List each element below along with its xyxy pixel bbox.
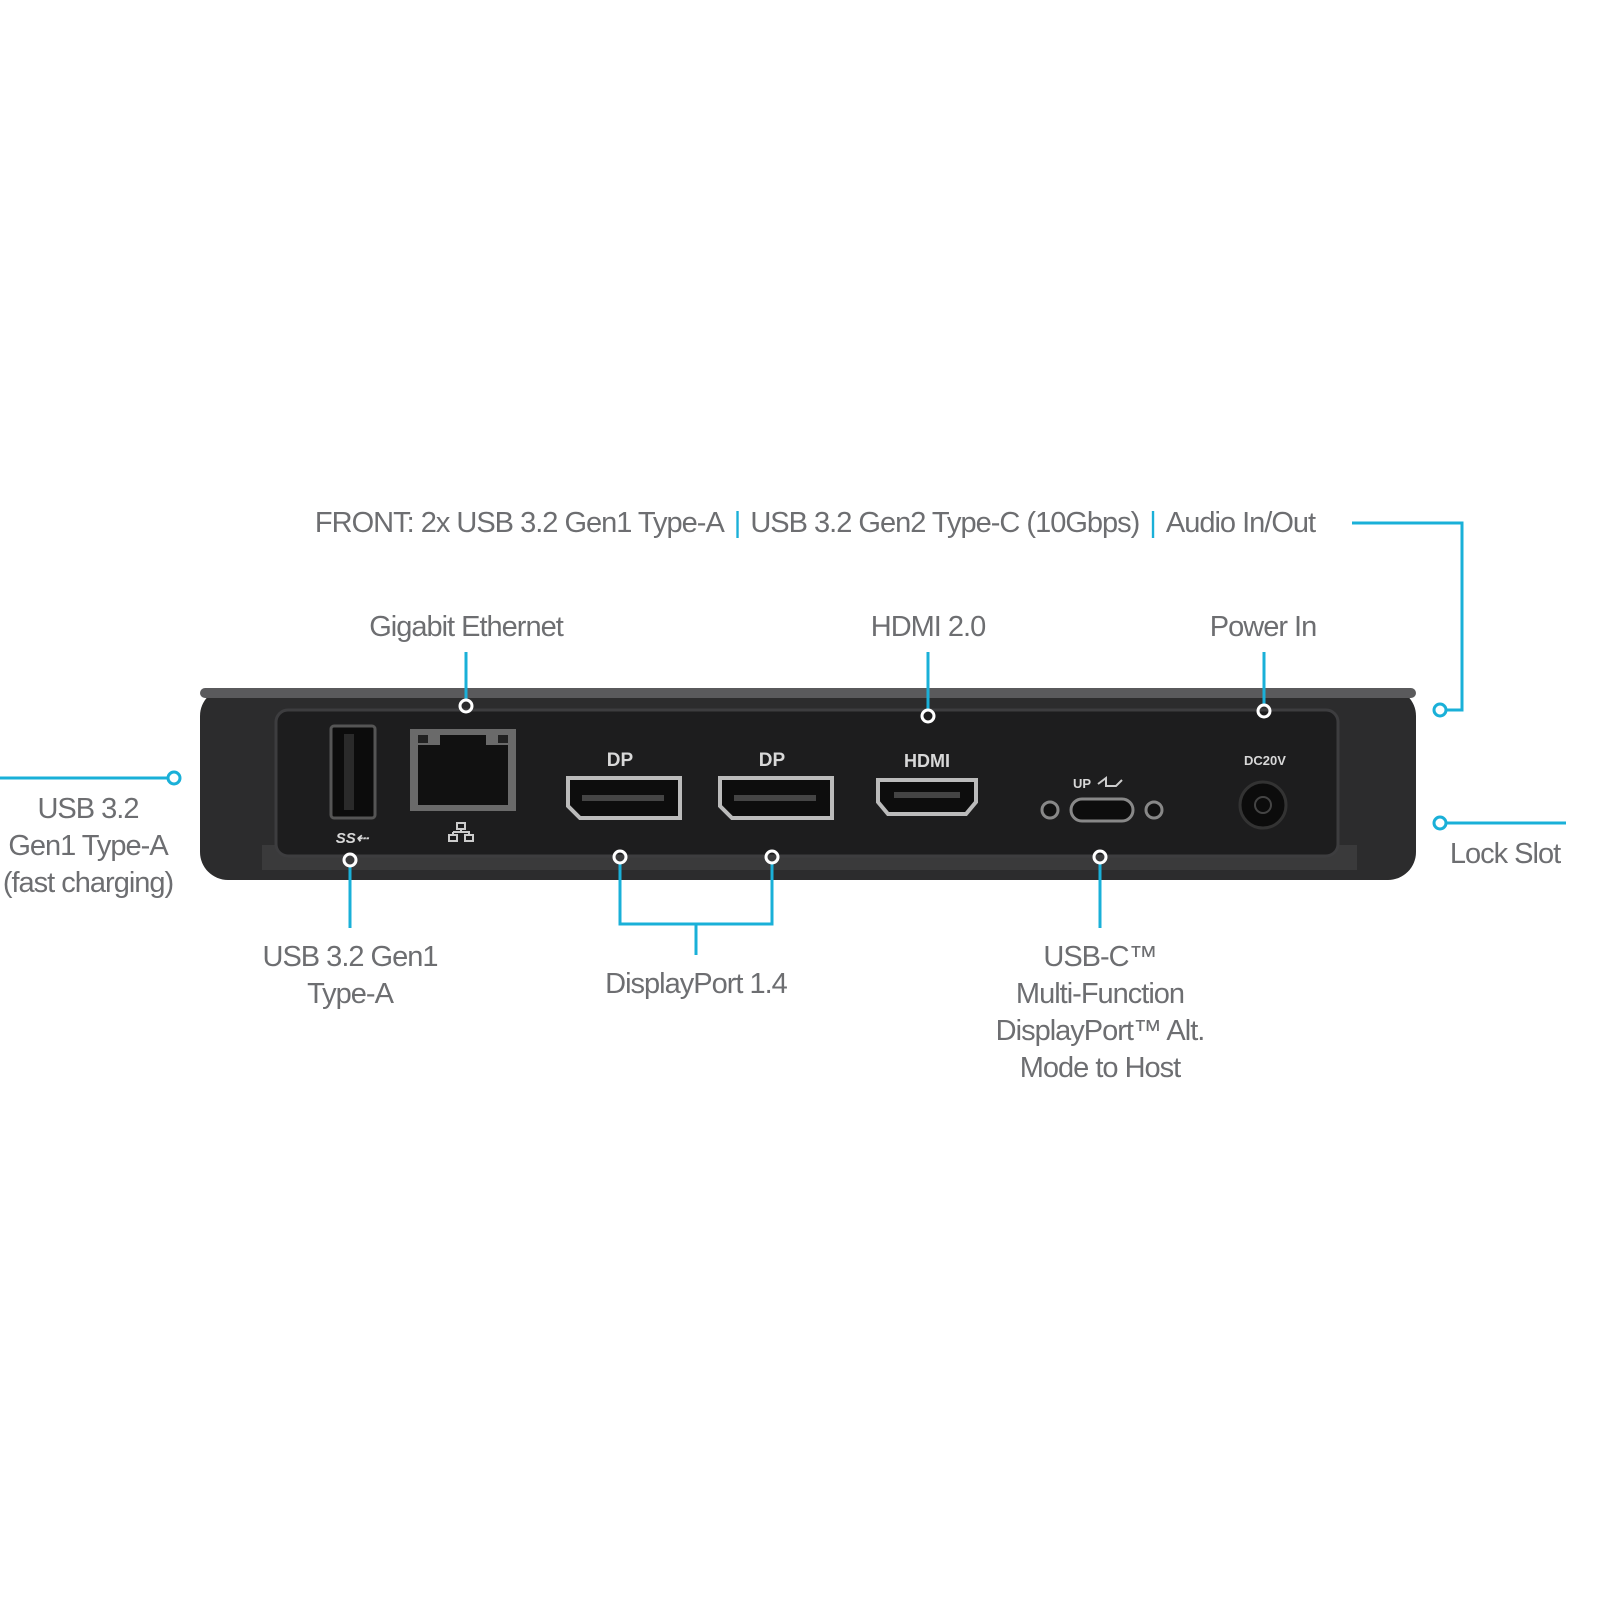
- usbc-line: USB-C™: [1043, 941, 1157, 973]
- displayport-logo-icon: DP: [607, 750, 634, 771]
- left-usb-line: (fast charging): [2, 867, 174, 899]
- displayport-port-1: DP: [566, 750, 682, 820]
- rear-usb-label: USB 3.2 Gen1 Type-A: [262, 939, 439, 1013]
- usbc-line: Mode to Host: [1019, 1052, 1181, 1084]
- left-usb-line: Gen1 Type-A: [8, 830, 168, 862]
- front-usb-c-text: USB 3.2 Gen2 Type-C (10Gbps): [750, 507, 1140, 539]
- usbc-line: DisplayPort™ Alt.: [995, 1015, 1206, 1047]
- usbc-label: USB-C™ Multi-Function DisplayPort™ Alt. …: [995, 939, 1206, 1087]
- svg-text:UP: UP: [1073, 776, 1091, 791]
- front-ports-label: FRONT: 2x USB 3.2 Gen1 Type-A|USB 3.2 Ge…: [314, 505, 1316, 542]
- ethernet-label: Gigabit Ethernet: [369, 611, 564, 643]
- callout-dots: [166, 698, 1448, 868]
- hdmi-port: HDMI: [876, 751, 978, 816]
- usbc-line: Multi-Function: [1015, 978, 1185, 1010]
- displayport-label: DisplayPort 1.4: [605, 968, 788, 1000]
- separator: |: [1149, 507, 1156, 539]
- usb-a-port: SS⇠: [329, 724, 377, 847]
- displayport-port-2: DP: [718, 750, 834, 820]
- usb-c-port: UP: [1040, 776, 1164, 823]
- front-audio-text: Audio In/Out: [1165, 507, 1316, 539]
- left-usb-line: USB 3.2: [37, 793, 139, 825]
- hdmi-logo-icon: HDMI: [904, 751, 950, 771]
- separator: |: [733, 507, 741, 539]
- network-icon: [448, 822, 474, 842]
- svg-text:DC20V: DC20V: [1244, 753, 1286, 768]
- rear-usb-line: USB 3.2 Gen1: [262, 941, 439, 973]
- rear-usb-line: Type-A: [307, 978, 394, 1010]
- ethernet-port: [410, 729, 516, 842]
- usb-ss-logo-icon: SS⇠: [336, 830, 370, 847]
- hdmi-label: HDMI 2.0: [870, 611, 986, 643]
- callout-lines: [0, 521, 1566, 955]
- power-label: Power In: [1209, 611, 1317, 643]
- left-usb-label: USB 3.2 Gen1 Type-A (fast charging): [2, 791, 174, 902]
- lock-slot-label: Lock Slot: [1449, 838, 1561, 870]
- displayport-logo-icon: DP: [759, 750, 786, 771]
- front-usb-a-text: FRONT: 2x USB 3.2 Gen1 Type-A: [314, 507, 725, 539]
- thunderbolt-icon: [1097, 776, 1123, 787]
- dc-power-port: DC20V: [1238, 753, 1288, 830]
